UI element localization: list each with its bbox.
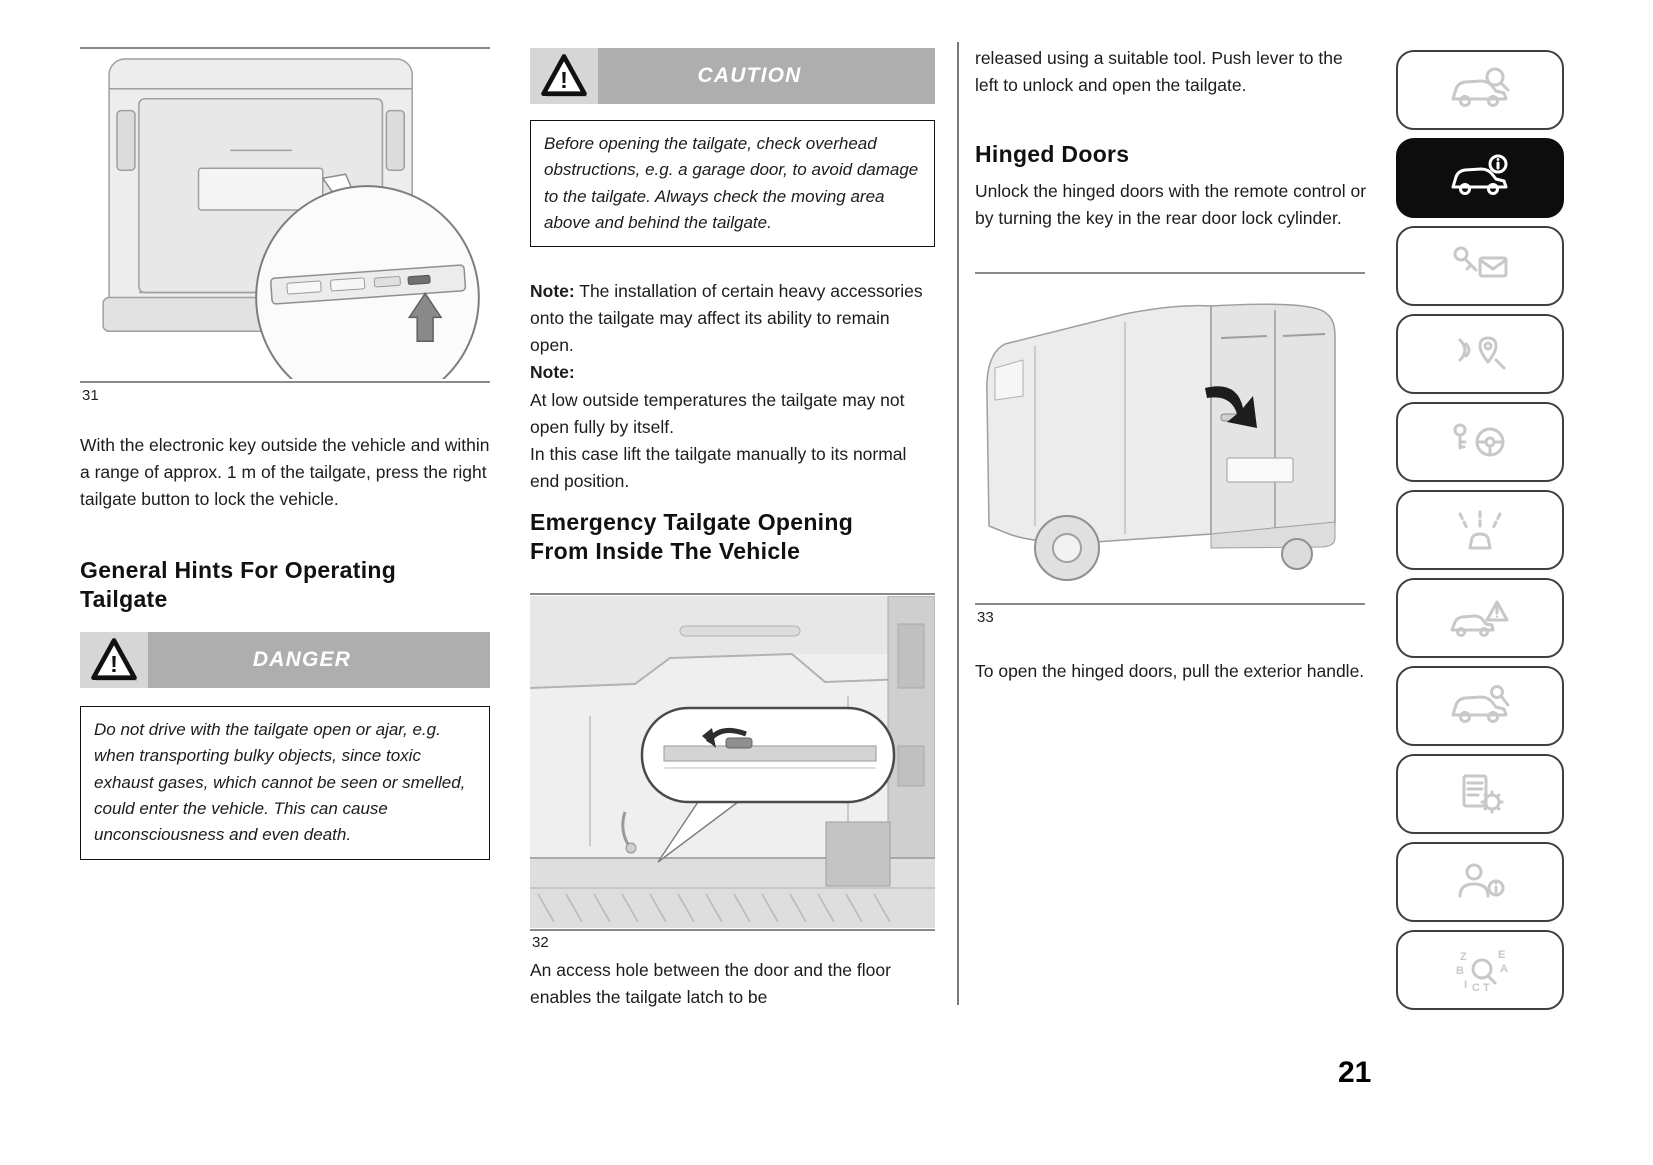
svg-text:Z: Z [1460, 951, 1467, 963]
note-1-label: Note: [530, 281, 575, 301]
danger-label: DANGER [252, 648, 352, 671]
sidebar-item-technical-data[interactable] [1396, 754, 1564, 834]
sidebar-item-servicing[interactable] [1396, 666, 1564, 746]
sidebar-item-navigation-media[interactable] [1396, 314, 1564, 394]
warning-triangle-icon: ! [80, 632, 148, 688]
svg-text:!: ! [110, 651, 118, 677]
note-2-label: Note: [530, 362, 575, 383]
figure-32-caption: 32 [532, 934, 549, 951]
general-hints-heading: General Hints For Operating Tailgate [80, 557, 397, 613]
emergency-tailgate-heading: Emergency Tailgate Opening From Inside T… [530, 509, 854, 565]
sidebar-item-customer-info[interactable] [1396, 842, 1564, 922]
key-envelope-icon [1453, 246, 1508, 278]
svg-text:B: B [1456, 965, 1464, 977]
danger-text-box: Do not drive with the tailgate open or a… [80, 706, 490, 860]
figure-33-illustration [975, 276, 1365, 601]
sidebar-item-vehicle-info[interactable] [1396, 138, 1564, 218]
svg-text:I: I [1464, 979, 1467, 991]
door-open-arrow [1205, 386, 1257, 428]
note-1: Note: The installation of certain heavy … [530, 278, 937, 359]
figure-31-bottom-rule [80, 381, 490, 383]
location-pin-signal-icon [1458, 336, 1506, 370]
note-1-text: The installation of certain heavy access… [530, 281, 923, 356]
document-gear-icon [1462, 774, 1504, 814]
sidebar-item-starting-driving[interactable] [1396, 402, 1564, 482]
unlock-hinged-doors-paragraph: Unlock the hinged doors with the remote … [975, 181, 1367, 229]
sidebar-item-ignition-messages[interactable] [1396, 226, 1564, 306]
car-lane-sensors-icon [1458, 510, 1502, 550]
svg-text:A: A [1500, 963, 1508, 975]
figure-33-caption: 33 [977, 609, 994, 626]
figure-31-caption: 31 [82, 387, 99, 404]
key-steering-wheel-icon [1453, 423, 1505, 457]
letters-magnifier-icon: Z E B A I C T [1456, 949, 1508, 994]
tailgate-button-arrow [407, 292, 443, 342]
figure-31-top-rule [80, 47, 490, 49]
figure-33-bottom-rule [975, 603, 1365, 605]
column-divider [957, 42, 959, 1005]
figure-32-illustration [529, 595, 936, 929]
sidebar-item-driver-assistance[interactable] [1396, 490, 1564, 570]
svg-text:C: C [1472, 982, 1480, 994]
figure-32-top-rule [530, 593, 935, 595]
car-magnifier-icon [1451, 67, 1510, 107]
access-hole-paragraph: An access hole between the door and the … [530, 960, 891, 1008]
person-info-icon [1458, 863, 1505, 898]
note-2-line-2: In this case lift the tailgate manually … [530, 443, 907, 491]
caution-banner: ! CAUTION [530, 48, 935, 104]
notes-block: Note: The installation of certain heavy … [530, 278, 937, 495]
danger-banner: ! DANGER [80, 632, 490, 688]
hinged-doors-heading: Hinged Doors [975, 141, 1130, 167]
svg-text:!: ! [560, 67, 568, 93]
open-hinged-doors-paragraph: To open the hinged doors, pull the exter… [975, 661, 1365, 681]
svg-text:E: E [1498, 949, 1505, 961]
release-tool-paragraph: released using a suitable tool. Push lev… [975, 48, 1343, 96]
sidebar-item-emergency[interactable] [1396, 578, 1564, 658]
car-info-icon [1451, 154, 1508, 195]
sidebar-item-alphabetical-index[interactable]: Z E B A I C T [1396, 930, 1564, 1010]
svg-text:T: T [1483, 982, 1490, 994]
car-wrench-icon [1451, 685, 1510, 723]
page-number: 21 [1338, 1056, 1372, 1089]
warning-triangle-icon: ! [530, 48, 598, 104]
caution-text-box: Before opening the tailgate, check overh… [530, 120, 935, 248]
tailgate-lock-paragraph: With the electronic key outside the vehi… [80, 435, 490, 510]
figure-33-top-rule [975, 272, 1365, 274]
caution-label: CAUTION [697, 64, 802, 87]
figure-31-illustration [80, 51, 490, 410]
figure-32-bottom-rule [530, 929, 935, 931]
car-warning-triangle-icon [1450, 600, 1509, 637]
sidebar-item-vehicle-overview[interactable] [1396, 50, 1564, 130]
note-2-line-1: At low outside temperatures the tailgate… [530, 389, 905, 437]
